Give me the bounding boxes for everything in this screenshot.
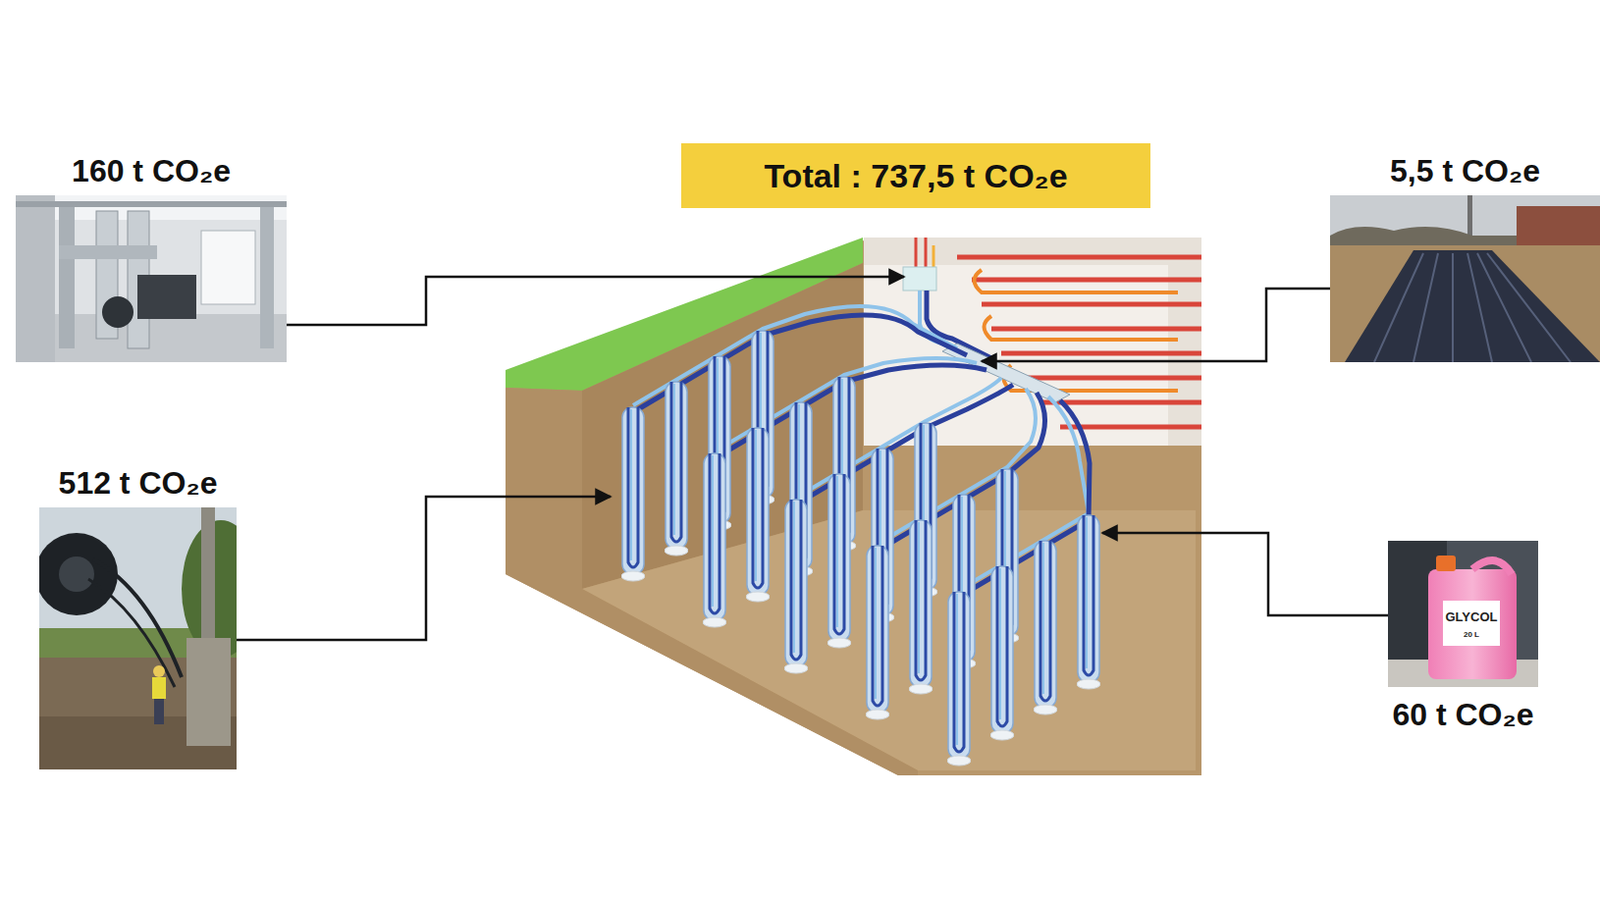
glycol-photo [1387,540,1539,688]
photo-node: 512 t CO₂e [39,507,237,770]
foundation-block [505,237,1202,776]
jug-label: 20 L [1463,630,1480,640]
emission-value: 60 t CO₂e [1391,696,1534,734]
jug-label: GLYCOL [1445,609,1498,625]
photo-node: 5,5 t CO₂e [1330,195,1600,363]
chiller-photo [15,195,287,363]
trench-photo [1330,195,1600,363]
pipe-headers [633,290,1090,597]
total-title: Total : 737,5 t CO₂e [681,143,1151,209]
emission-value: 5,5 t CO₂e [1389,153,1541,190]
emission-value: 160 t CO₂e [71,153,231,190]
drilling-photo [39,507,237,770]
energy-piles [621,330,1101,766]
photo-node: 160 t CO₂e [15,195,287,363]
leader-arrows [236,276,1388,640]
emission-value: 512 t CO₂e [58,465,218,502]
building [863,237,1202,446]
